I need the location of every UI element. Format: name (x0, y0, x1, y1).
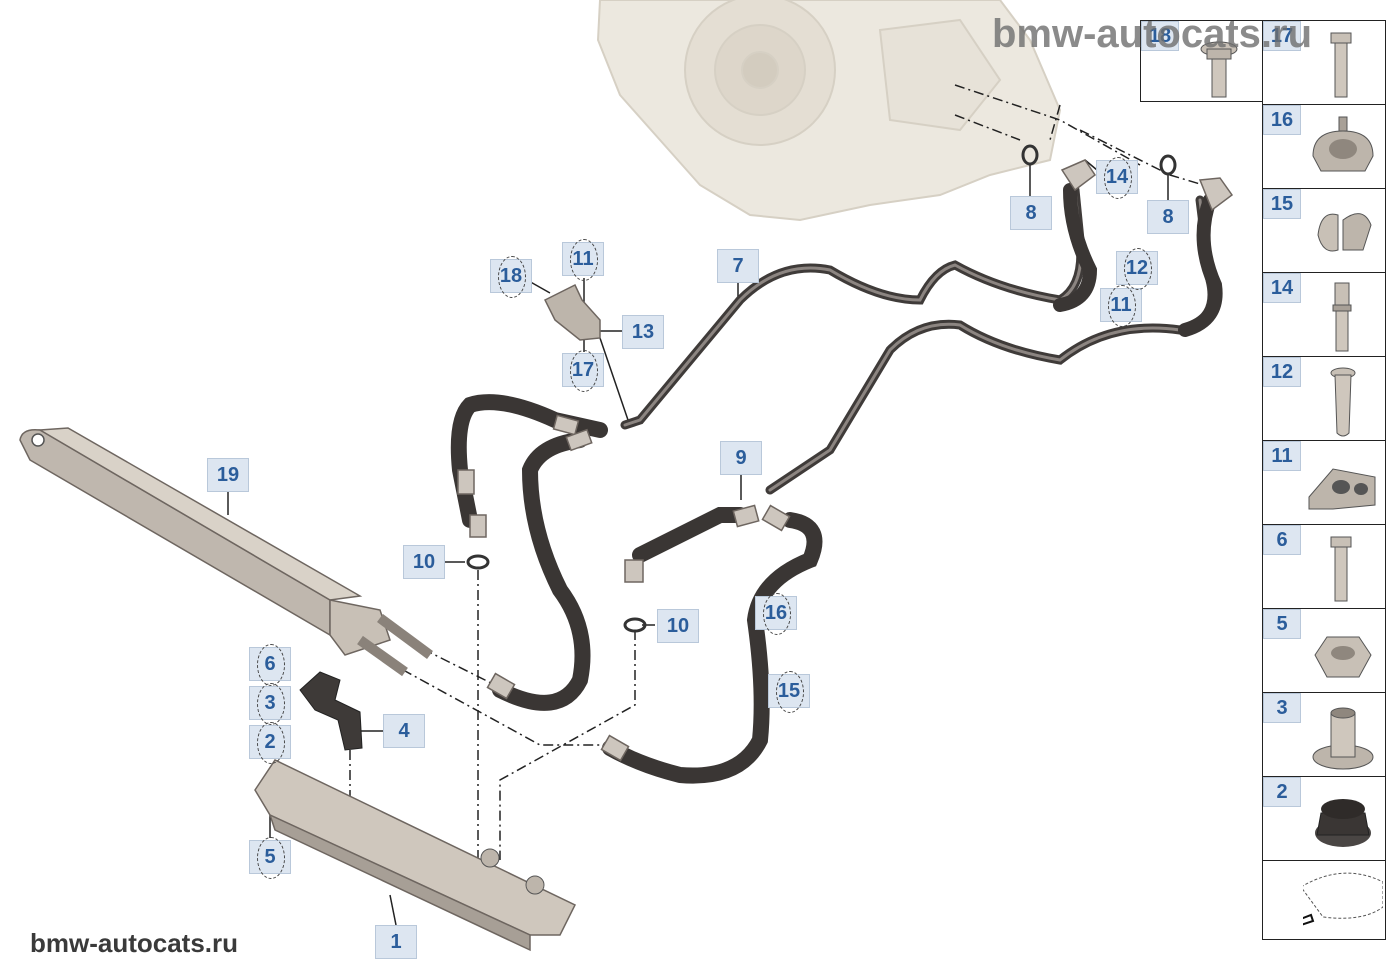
callout-9[interactable]: 9 (720, 441, 762, 475)
legend-number: 11 (1263, 441, 1301, 471)
pipe-holder-icon (1308, 468, 1376, 510)
spacer-nut-icon (1312, 707, 1374, 770)
callout-14[interactable]: 14 (1096, 157, 1138, 199)
callout-19[interactable]: 19 (207, 458, 249, 492)
legend-number: 15 (1263, 189, 1301, 219)
legend-item-5[interactable]: 5 (1263, 609, 1385, 693)
pipe-fittings (457, 159, 1234, 762)
callout-17[interactable]: 17 (562, 350, 604, 392)
holder-bracket-13 (543, 283, 601, 341)
legend-number: 3 (1263, 693, 1301, 723)
watermark-bottom: bmw-autocats.ru (30, 928, 239, 958)
hex-bolt-icon (1330, 536, 1352, 602)
heat-exchanger-1 (254, 759, 577, 952)
legend-number: 16 (1263, 105, 1301, 135)
transmission-housing (596, 0, 1062, 222)
callout-6[interactable]: 6 (249, 644, 291, 686)
callout-15[interactable]: 15 (768, 671, 810, 713)
callout-11[interactable]: 11 (562, 239, 604, 281)
flange-bolt-icon (1200, 41, 1238, 98)
o-rings (466, 144, 1177, 633)
legend-item-6[interactable]: 6 (1263, 525, 1385, 609)
oil-pipes (450, 183, 1223, 784)
expanding-rivet-icon (1330, 367, 1356, 437)
legend-number: 6 (1263, 525, 1301, 555)
parts-legend: 17 16 15 14 12 11 6 5 3 2 (1262, 20, 1386, 940)
pipe-clamp-icon (1312, 116, 1374, 172)
clip-icon (1317, 213, 1372, 252)
legend-item-16[interactable]: 16 (1263, 105, 1385, 189)
callout-10[interactable]: 10 (657, 609, 699, 643)
legend-item-18[interactable]: 18 (1140, 20, 1263, 102)
legend-item-17[interactable]: 17 (1263, 21, 1385, 105)
callout-5[interactable]: 5 (249, 837, 291, 879)
legend-number: 5 (1263, 609, 1301, 639)
hex-bolt-icon (1330, 32, 1352, 98)
legend-number: 2 (1263, 777, 1301, 807)
callout-16[interactable]: 16 (755, 593, 797, 635)
legend-item-12[interactable]: 12 (1263, 357, 1385, 441)
callout-11[interactable]: 11 (1100, 285, 1142, 327)
legend-item-11[interactable]: 11 (1263, 441, 1385, 525)
callout-2[interactable]: 2 (249, 722, 291, 764)
hex-nut-icon (1314, 636, 1372, 678)
callout-10[interactable]: 10 (403, 545, 445, 579)
legend-number: 17 (1263, 21, 1301, 51)
legend-item-15[interactable]: 15 (1263, 189, 1385, 273)
callout-7[interactable]: 7 (717, 249, 759, 283)
callout-8[interactable]: 8 (1147, 200, 1189, 234)
callout-4[interactable]: 4 (383, 714, 425, 748)
legend-item-vehicle[interactable] (1263, 861, 1385, 945)
callout-13[interactable]: 13 (622, 315, 664, 349)
legend-item-2[interactable]: 2 (1263, 777, 1385, 861)
callout-12[interactable]: 12 (1116, 248, 1158, 290)
mounting-bracket-4 (299, 671, 363, 751)
legend-number: 14 (1263, 273, 1301, 303)
legend-number: 18 (1141, 21, 1179, 51)
callout-1[interactable]: 1 (375, 925, 417, 959)
transmission-oil-cooler-19 (19, 427, 433, 677)
watermark-top: bmw-autocats.ru (992, 12, 1313, 56)
callout-3[interactable]: 3 (249, 683, 291, 725)
callout-18[interactable]: 18 (490, 256, 532, 298)
legend-number: 12 (1263, 357, 1301, 387)
stud-bolt-icon (1332, 282, 1352, 352)
legend-item-14[interactable]: 14 (1263, 273, 1385, 357)
rubber-mount-icon (1315, 799, 1371, 847)
callout-8[interactable]: 8 (1010, 196, 1052, 230)
vehicle-position-icon (1303, 872, 1383, 926)
legend-item-3[interactable]: 3 (1263, 693, 1385, 777)
